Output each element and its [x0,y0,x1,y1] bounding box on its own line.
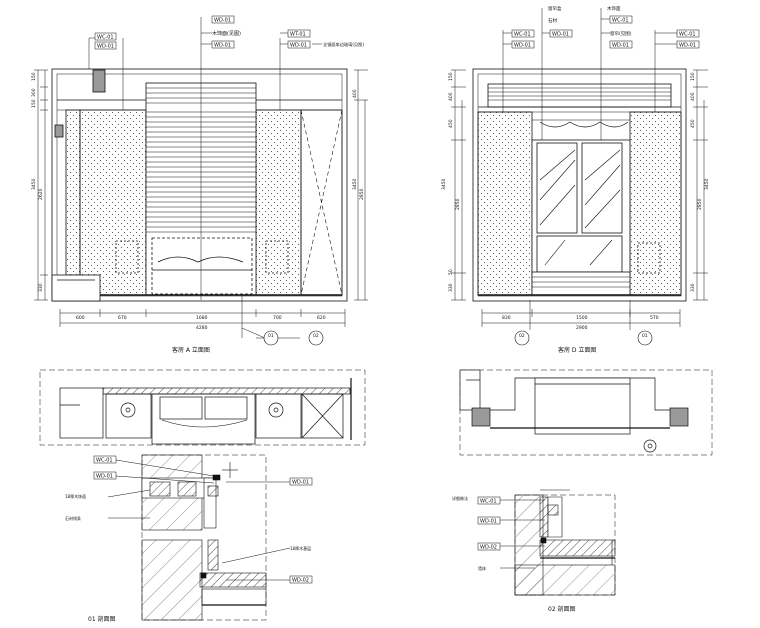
a-dim-bottom-3: 1680 [196,315,208,321]
a-total-width: 4280 [196,325,208,331]
section-02 [514,489,616,596]
a-title: 客房 A 立面图 [172,346,210,354]
s01-tag-wd: WD-01 [96,474,113,480]
a-tag-wd: WD-01 [97,44,114,50]
d-tag-right: WC-01 [612,18,629,24]
a-tag-wc: WC-01 [97,35,114,41]
d-tag-wc: WC-01 [514,32,531,38]
a-tag-wt: WT-01 [290,32,306,38]
d-dim-right-2: 400 [690,92,696,101]
plan-d [459,369,713,456]
d-note-1: 窗帘盒 [548,5,562,12]
a-dim-left-3: 150 [31,99,37,108]
a-dim-left-6: 330 [38,283,44,292]
elevation-a [51,68,348,302]
d-callout-02: 02 [519,333,525,339]
section-01 [141,454,267,621]
d-dim-right-1: 150 [690,72,696,81]
s02-label-1: 详细做法 [452,495,468,501]
d-tag-far-right: WC-01 [679,32,696,38]
plan-a [39,369,366,446]
d-note-3: 木饰面 [607,5,621,12]
a-dim-bottom-5: 620 [317,315,326,321]
s01-label-2: 石材线条 [65,515,81,521]
d-dim-right-4: 3450 [704,178,710,190]
d-callout-01: 01 [642,333,648,339]
a-callout-02: 02 [313,333,319,339]
s02-tag-wd02: WD-02 [480,545,497,551]
d-dim-left-7: 330 [448,283,454,292]
d-dim-left-2: 400 [448,92,454,101]
s02-label-2: 墙体 [478,565,486,571]
a-dim-bottom-4: 700 [273,315,282,321]
d-note-2: 石材 [548,17,557,24]
d-dim-right-5: 2850 [697,198,703,210]
s02-tag-wd: WD-01 [480,519,497,525]
s01-label-1: 18厚木饰面 [65,493,86,499]
a-callout-01: 01 [268,333,274,339]
d-tag-far-right-2: WD-01 [679,43,696,49]
d-dim-right-6: 330 [690,283,696,292]
s02-title: 02 剖面图 [548,605,576,613]
d-dim-left-1: 150 [448,72,454,81]
d-note-4: 窗帘(见图) [610,30,632,37]
d-dim-bottom-1: 830 [502,315,511,321]
elevation-d [472,68,687,302]
d-title: 客房 D 立面图 [558,346,596,354]
a-note-mid: 木饰面(见图) [212,30,241,37]
d-dim-bottom-2: 1500 [576,315,588,321]
a-dim-bottom-2: 670 [118,315,127,321]
d-dim-right-3: 450 [690,119,696,128]
d-tag-right-2: WD-01 [612,43,629,49]
d-dim-left-3: 450 [448,119,454,128]
s02-tag-wc: WC-01 [480,499,497,505]
d-tag-wd: WD-01 [514,43,531,49]
a-tag-mid: WD-01 [214,43,231,49]
a-dim-right-1: 400 [352,89,358,98]
s01-title: 01 剖面图 [88,615,116,623]
a-dim-right-2: 3450 [352,178,358,190]
a-tag-top: WD-01 [214,18,231,24]
s01-tag-wc: WC-01 [96,458,113,464]
s01-tag-wd02: WD-02 [292,578,309,584]
d-tag-mid: WD-01 [552,32,569,38]
d-dim-left-4: 3450 [441,178,447,190]
d-dim-bottom-3: 570 [650,315,659,321]
a-dim-left-2: 300 [31,88,37,97]
a-tag-wd-right: WD-01 [290,43,307,49]
d-dim-left-6: 50 [448,269,454,275]
a-dim-left-5: 3450 [31,178,37,190]
a-dim-left-4: 2620 [38,188,44,200]
s01-tag-wd-right: WD-01 [292,480,309,486]
a-dim-right-3: 2850 [359,188,365,200]
a-dim-left-1: 150 [31,72,37,81]
a-dim-bottom-1: 600 [76,315,85,321]
s01-label-3: 18厚木基层 [290,545,311,551]
a-note-right: 全镜面车边玻璃(见图) [323,41,364,48]
d-total-width: 2900 [576,325,588,331]
d-dim-left-5: 2850 [455,198,461,210]
